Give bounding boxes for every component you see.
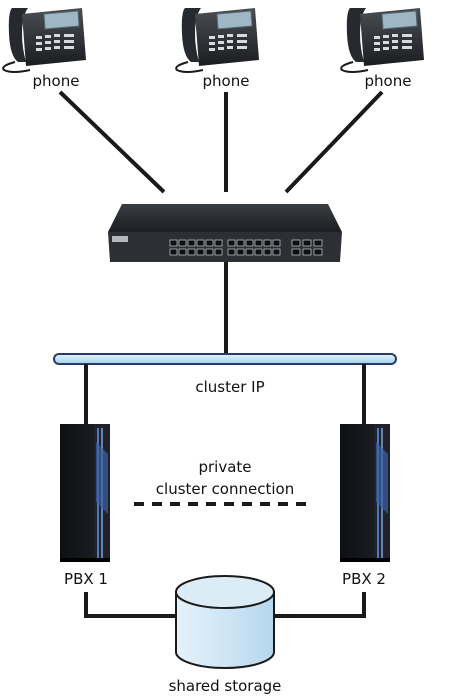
pbx2-label: PBX 2 [342, 570, 386, 588]
cluster-ip-label: cluster IP [195, 378, 264, 396]
phone-left [2, 7, 87, 73]
link-phone-left [58, 90, 166, 194]
shared-storage-label: shared storage [169, 677, 282, 695]
server-tower-icon [339, 423, 391, 563]
ip-phone-icon [175, 7, 260, 73]
server-pbx2 [339, 423, 391, 563]
phone-label-left: phone [33, 72, 80, 90]
private-connection-line1: private [198, 458, 251, 476]
phone-label-center: phone [203, 72, 250, 90]
phone-links [58, 90, 384, 194]
pbx1-label: PBX 1 [64, 570, 108, 588]
server-pbx1 [59, 423, 111, 563]
link-pbx2-storage [274, 592, 366, 618]
server-tower-icon [59, 423, 111, 563]
phone-right [340, 7, 425, 73]
ip-phone-icon [2, 7, 87, 73]
network-switch-icon [108, 204, 342, 262]
link-phone-right [284, 90, 384, 194]
phone-center [175, 7, 260, 73]
ip-phone-icon [340, 7, 425, 73]
cluster-ip-bus [53, 353, 397, 365]
link-pbx1-storage [84, 592, 176, 618]
private-connection-line2: cluster connection [156, 480, 294, 498]
database-cylinder-icon [175, 575, 275, 669]
phone-label-right: phone [365, 72, 412, 90]
